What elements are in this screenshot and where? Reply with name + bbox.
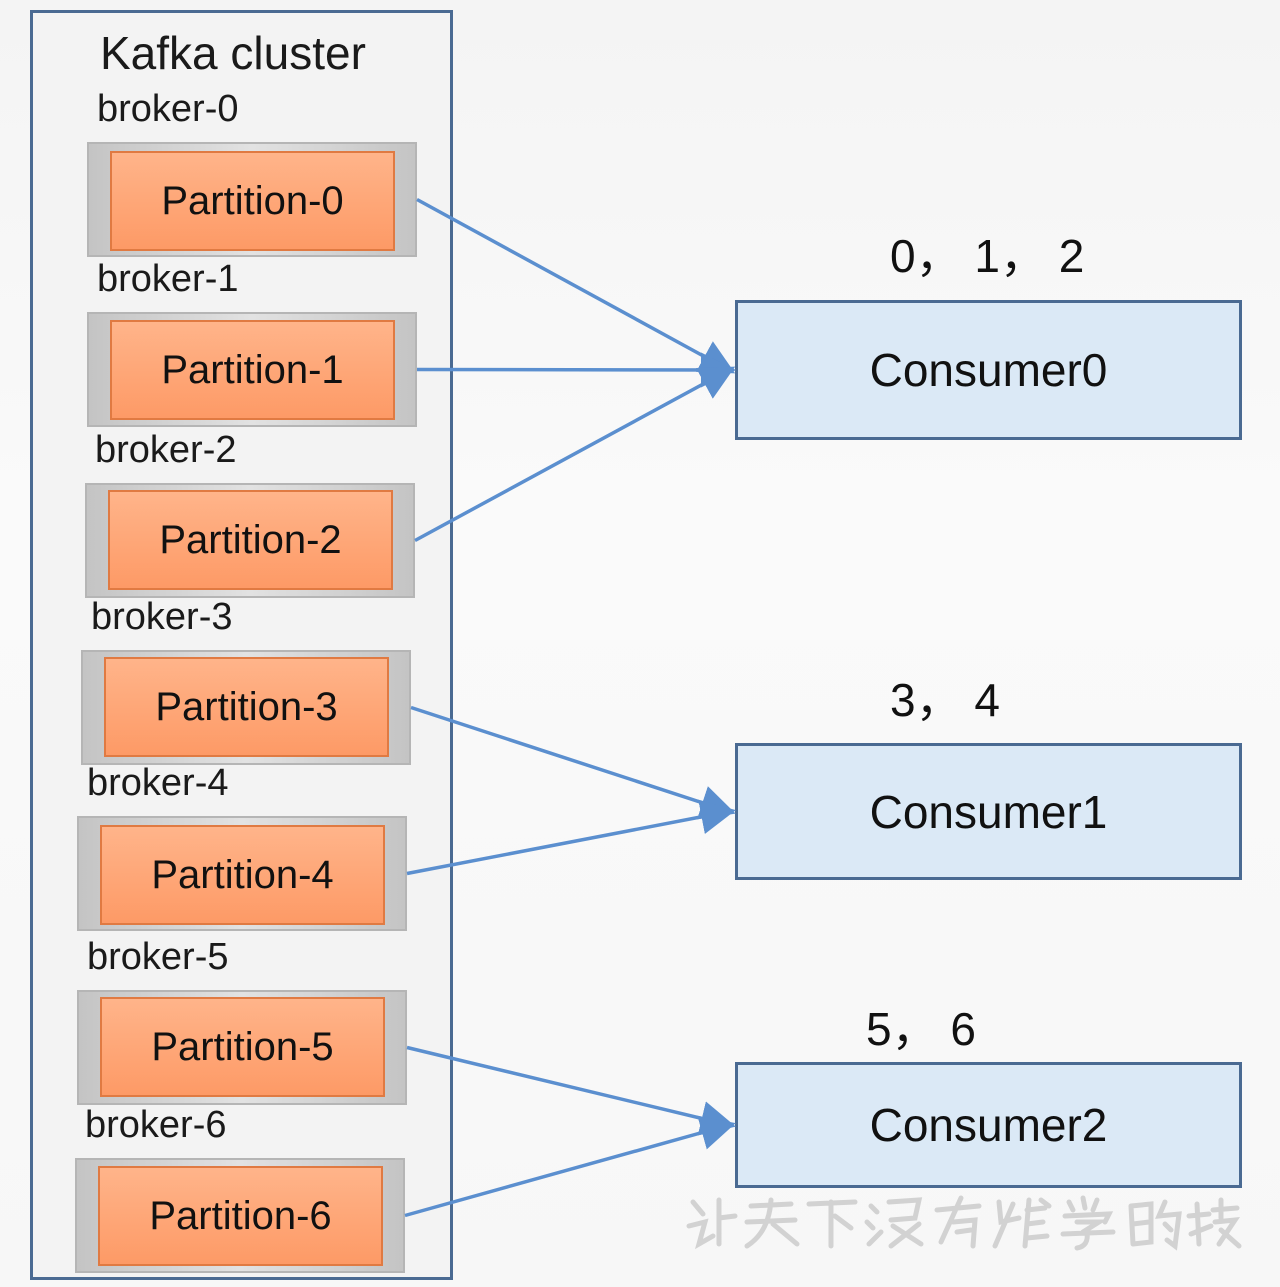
broker-label: broker-6 (85, 1104, 227, 1146)
consumer0-box: Consumer0 (735, 300, 1242, 440)
partition-node: Partition-1 (110, 320, 395, 420)
watermark-graphic (686, 1195, 1242, 1251)
partition-node: Partition-6 (98, 1166, 383, 1266)
broker-label: broker-2 (95, 429, 237, 471)
edge-arrow (414, 366, 736, 543)
broker-label: broker-3 (91, 596, 233, 638)
watermark (685, 1192, 1245, 1264)
cluster-title: Kafka cluster (100, 27, 366, 79)
broker-label: broker-0 (97, 88, 239, 130)
consumer1-box: Consumer1 (735, 743, 1242, 880)
edge-arrow (416, 352, 736, 388)
consumer1-assignment: 3， 4 (890, 674, 1000, 726)
partition-node: Partition-4 (100, 825, 385, 925)
edge-arrow (404, 1115, 736, 1218)
broker-label: broker-5 (87, 936, 229, 978)
partition-node: Partition-2 (108, 490, 393, 590)
consumer0-assignment: 0， 1， 2 (890, 230, 1085, 282)
edge-arrow (416, 197, 736, 374)
broker-label: broker-1 (97, 258, 239, 300)
broker-label: broker-4 (87, 762, 229, 804)
partition-node: Partition-3 (104, 657, 389, 757)
edge-arrow (406, 1045, 736, 1136)
edge-arrow (410, 705, 736, 820)
consumer2-assignment: 5， 6 (866, 1003, 976, 1055)
partition-node: Partition-0 (110, 151, 395, 251)
partition-node: Partition-5 (100, 997, 385, 1097)
edge-arrow (406, 799, 736, 876)
consumer2-box: Consumer2 (735, 1062, 1242, 1188)
